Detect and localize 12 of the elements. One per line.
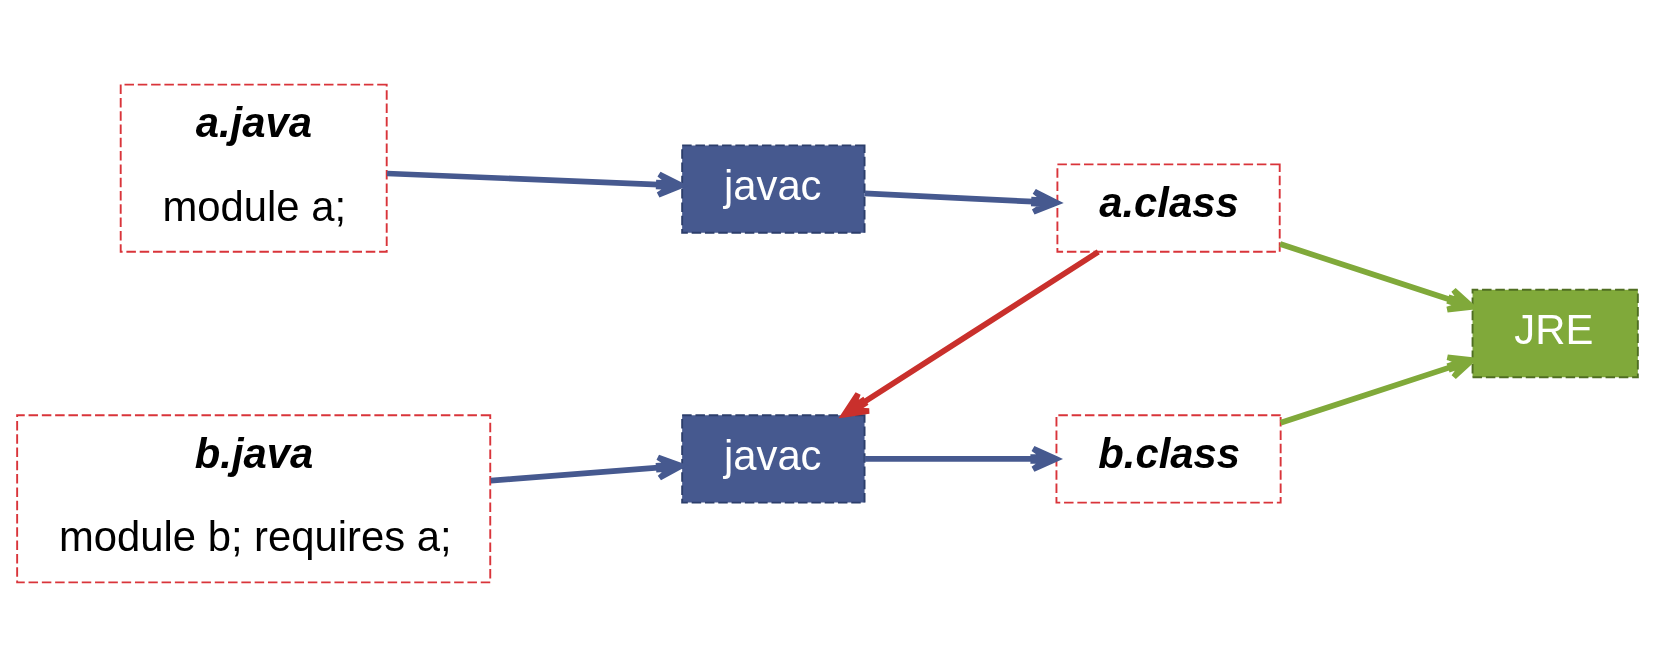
node-box: a.java module a; — [119, 83, 388, 253]
node-box: a.class — [1056, 163, 1281, 253]
arrow — [1279, 354, 1476, 426]
node-box: javac — [681, 144, 866, 234]
node-box: javac — [681, 414, 866, 504]
node-box: b.class — [1055, 414, 1282, 504]
arrow — [1279, 241, 1475, 313]
arrow — [841, 249, 1100, 418]
node-box: JRE — [1471, 288, 1639, 379]
arrow — [387, 170, 685, 198]
node-box: b.java module b; requires a; — [16, 414, 492, 584]
arrow — [490, 454, 685, 484]
